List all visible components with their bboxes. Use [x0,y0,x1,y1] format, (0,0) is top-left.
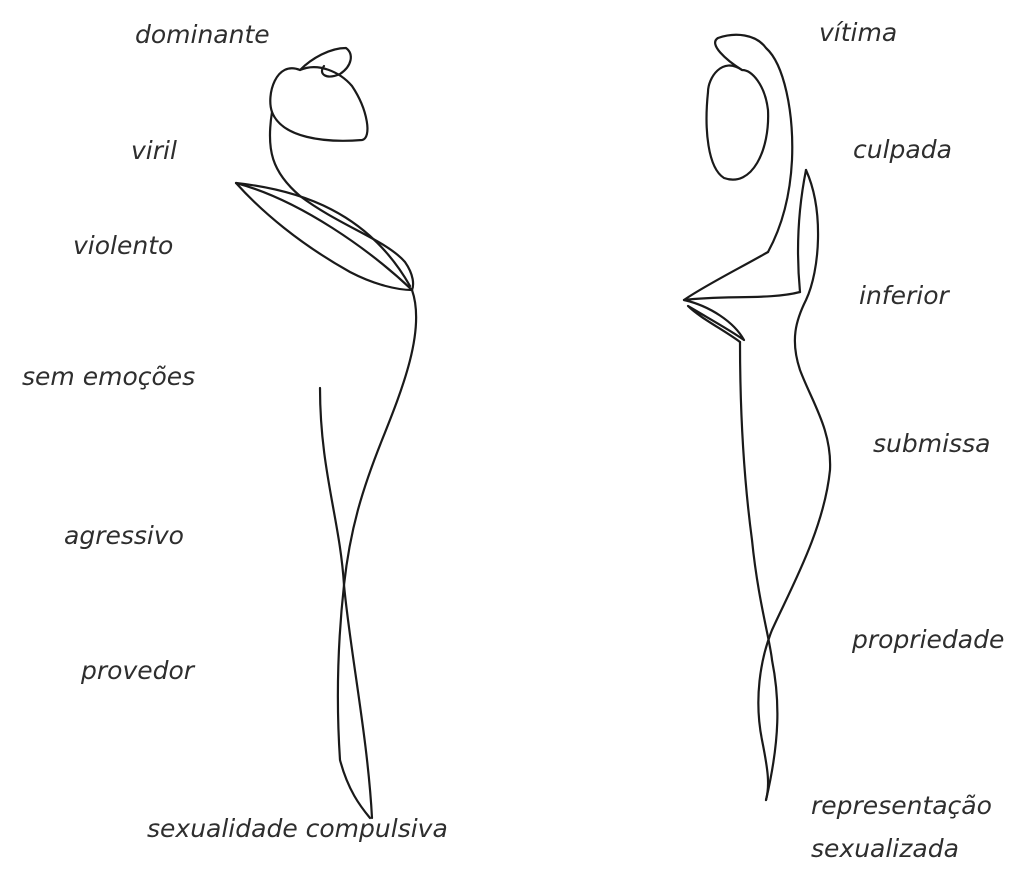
label-agressivo: agressivo [64,523,184,548]
label-sexualidade-compulsiva: sexualidade compulsiva [147,816,448,841]
label-inferior: inferior [859,283,949,308]
label-violento: violento [73,233,173,258]
label-propriedade: propriedade [852,627,1004,652]
label-viril: viril [131,138,177,163]
label-sem-emocoes: sem emoções [22,364,195,389]
label-sexualizada: sexualizada [811,836,959,861]
male-line-figure [236,48,416,818]
label-submissa: submissa [873,431,990,456]
label-culpada: culpada [853,137,952,162]
label-vitima: vítima [819,20,897,45]
label-representacao: representação [811,793,992,818]
label-dominante: dominante [135,22,270,47]
label-provedor: provedor [81,658,194,683]
female-line-figure [684,35,830,800]
